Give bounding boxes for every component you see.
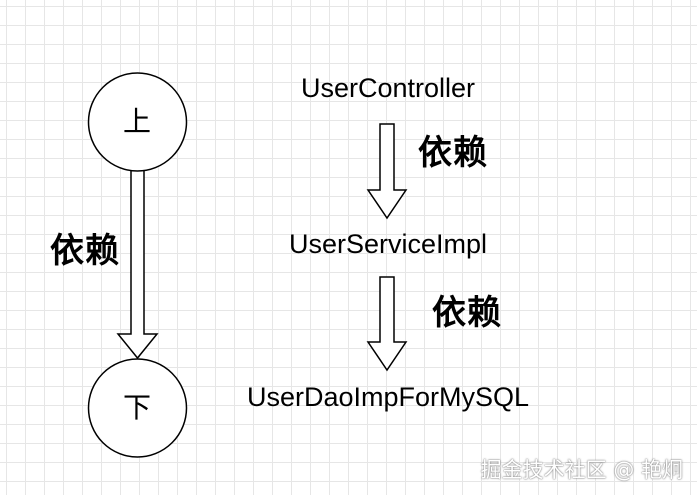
controller-service-dependency-label: 依赖 bbox=[418, 133, 488, 173]
user-controller-label: UserController bbox=[300, 73, 476, 103]
top-node-label: 上 bbox=[122, 105, 152, 138]
watermark: 掘金技术社区 @ 艳炯 bbox=[480, 458, 683, 482]
bottom-node-circle bbox=[87, 358, 188, 458]
service-to-dao-arrow bbox=[366, 276, 408, 372]
user-dao-label: UserDaoImpForMySQL bbox=[246, 382, 530, 412]
top-node-circle bbox=[87, 72, 188, 172]
controller-to-service-arrow bbox=[366, 123, 408, 220]
left-dependency-label: 依赖 bbox=[50, 231, 120, 271]
user-service-impl-label: UserServiceImpl bbox=[288, 229, 488, 259]
bottom-node-label: 下 bbox=[122, 391, 152, 424]
service-dao-dependency-label: 依赖 bbox=[432, 293, 502, 333]
left-dependency-arrow bbox=[116, 169, 159, 360]
